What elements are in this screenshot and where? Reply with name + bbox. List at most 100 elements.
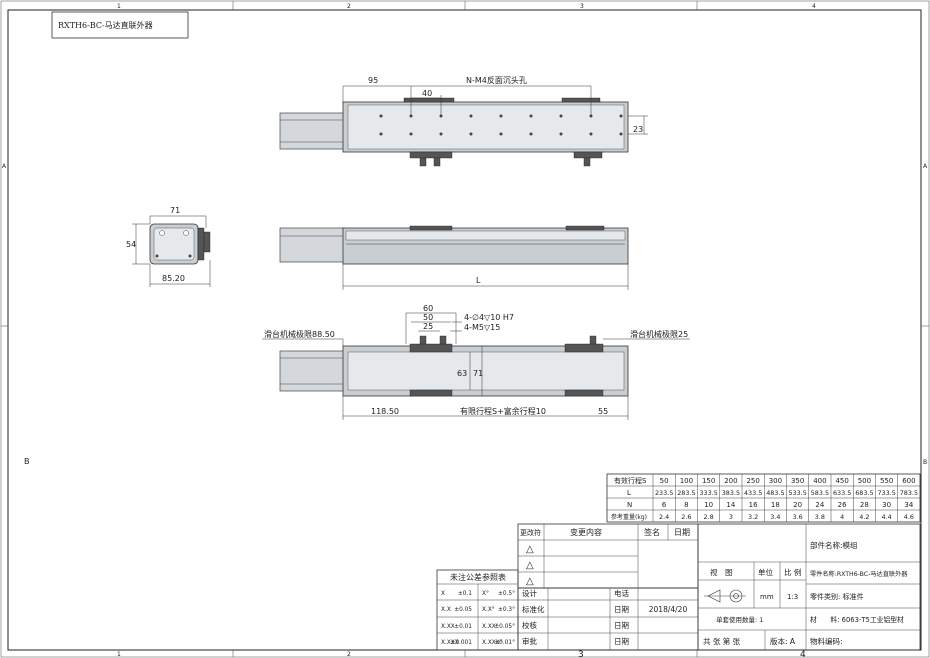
zone-bottom-3: 3: [578, 650, 584, 658]
top-view: [279, 97, 629, 167]
spec-cell-n: 34: [904, 501, 913, 509]
tolerance-cell: ±0.5°: [498, 591, 515, 597]
spec-cell-w: 2.6: [681, 513, 691, 521]
tolerance-cell: X: [441, 591, 445, 597]
dim-55: 55: [598, 407, 608, 416]
spec-cell-n: 24: [815, 501, 824, 509]
tolerance-cell: X°: [482, 591, 489, 597]
tb-material: 材 料: 6063-T5工业铝型材: [810, 615, 904, 624]
tolerance-cell: X.XXX°: [482, 640, 503, 646]
spec-cell-s: 300: [769, 477, 782, 485]
spec-cell-l: 733.5: [877, 489, 895, 497]
limit-right: 滑台机械极限25: [630, 329, 688, 339]
tolerance-cell: ±0.05: [454, 607, 472, 613]
dim-25: 25: [423, 322, 433, 331]
spec-cell-w: 2.8: [704, 513, 714, 521]
rev-header-sign: 签名: [644, 527, 660, 537]
tolerance-cell: ±0.1: [458, 591, 472, 597]
spec-cell-l: 483.5: [766, 489, 784, 497]
zone-top-1: 1: [117, 3, 121, 10]
hole-spec-2: 4-M5▽15: [464, 323, 500, 332]
sign-cell: 审批: [522, 636, 537, 646]
spec-cell-n: 8: [684, 501, 688, 509]
dim-L: L: [476, 276, 481, 285]
sign-cell: 日期: [614, 621, 629, 630]
tb-version: 版本: A: [770, 636, 796, 646]
spec-cell-s: 550: [880, 477, 893, 485]
spec-label-n: N: [627, 501, 632, 509]
tb-qty: 单套使用数量: 1: [716, 615, 763, 624]
spec-cell-w: 4.6: [904, 513, 914, 521]
dim-71: 71: [170, 206, 180, 215]
spec-cell-w: 3.6: [793, 513, 803, 521]
tb-part-name: 部件名称:模组: [810, 540, 858, 550]
zone-top-2: 2: [347, 3, 351, 10]
spec-table: 50233.562.4100283.582.6150333.5102.82003…: [606, 473, 921, 523]
spec-cell-l: 533.5: [788, 489, 806, 497]
spec-cell-w: 4.2: [859, 513, 869, 521]
hole-spec-1: 4-∅4▽10 H7: [464, 313, 514, 322]
dim-95: 95: [368, 76, 378, 85]
tolerance-cell: X.XX°: [482, 624, 499, 630]
spec-cell-n: 6: [662, 501, 667, 509]
bottom-view: [279, 335, 629, 397]
spec-label-w: 参考重量(kg): [611, 513, 647, 521]
dim-50: 50: [423, 313, 433, 322]
dim-71b: 71: [473, 369, 483, 378]
zone-top-4: 4: [812, 3, 816, 10]
spec-cell-w: 3.8: [815, 513, 825, 521]
spec-cell-n: 18: [771, 501, 780, 509]
tb-category: 零件类别: 标准件: [810, 592, 864, 601]
tolerance-cell: ±0.01°: [494, 640, 515, 646]
sign-cell: 电话: [614, 588, 629, 598]
spec-cell-w: 3.2: [748, 513, 758, 521]
spec-label-s: 有效行程S: [614, 476, 647, 485]
zone-left-b: B: [24, 457, 30, 466]
end-view: [149, 223, 211, 265]
spec-cell-s: 500: [858, 477, 871, 485]
rev-header-mark: 更改符: [520, 528, 541, 537]
spec-cell-n: 30: [882, 501, 891, 509]
zone-top-3: 3: [580, 3, 584, 10]
spec-cell-w: 2.4: [659, 513, 669, 521]
drawing-title: RXTH6-BC-马达直联外器: [58, 20, 153, 30]
sign-cell: 校核: [522, 620, 537, 630]
spec-cell-l: 233.5: [655, 489, 673, 497]
tolerance-table: [436, 569, 519, 651]
tolerance-cell: ±0.05°: [494, 624, 515, 630]
dim-nm4: N-M4反面沉头孔: [466, 75, 527, 85]
spec-cell-w: 4: [840, 513, 844, 521]
zone-right-a: A: [923, 163, 928, 170]
spec-label-l: L: [627, 489, 631, 497]
dim-60: 60: [423, 304, 433, 313]
tolerance-cell: X.XXX: [441, 640, 459, 646]
spec-cell-s: 450: [835, 477, 848, 485]
zone-bottom-4: 4: [800, 650, 806, 658]
spec-cell-s: 250: [746, 477, 759, 485]
spec-cell-l: 283.5: [677, 489, 695, 497]
zone-right-b: B: [923, 459, 927, 466]
title-block: [697, 523, 921, 651]
dim-54: 54: [126, 240, 136, 249]
spec-cell-w: 4.4: [882, 513, 892, 521]
rev-header-date: 日期: [674, 528, 690, 537]
limit-left: 滑台机械极限88.50: [264, 329, 335, 339]
tolerance-title: 未注公差参照表: [450, 572, 506, 582]
spec-cell-l: 683.5: [855, 489, 873, 497]
rev-header-content: 变更内容: [570, 527, 602, 537]
dim-40: 40: [422, 89, 432, 98]
tolerance-cell: X.X°: [482, 607, 495, 613]
tolerance-cell: ±0.001: [451, 640, 473, 646]
spec-cell-s: 350: [791, 477, 804, 485]
tb-unit-value: mm: [760, 593, 774, 601]
spec-cell-s: 150: [702, 477, 715, 485]
rev-triangle-2: △: [526, 560, 534, 571]
tb-scale: 比 例: [784, 567, 801, 577]
sign-cell: 2018/4/20: [649, 605, 688, 614]
zone-left-a: A: [2, 163, 7, 170]
spec-cell-n: 10: [704, 501, 713, 509]
tb-sheets: 共 张 第 张: [703, 636, 741, 646]
tb-material-code: 物料编码:: [810, 636, 843, 646]
sign-cell: 日期: [614, 637, 629, 646]
